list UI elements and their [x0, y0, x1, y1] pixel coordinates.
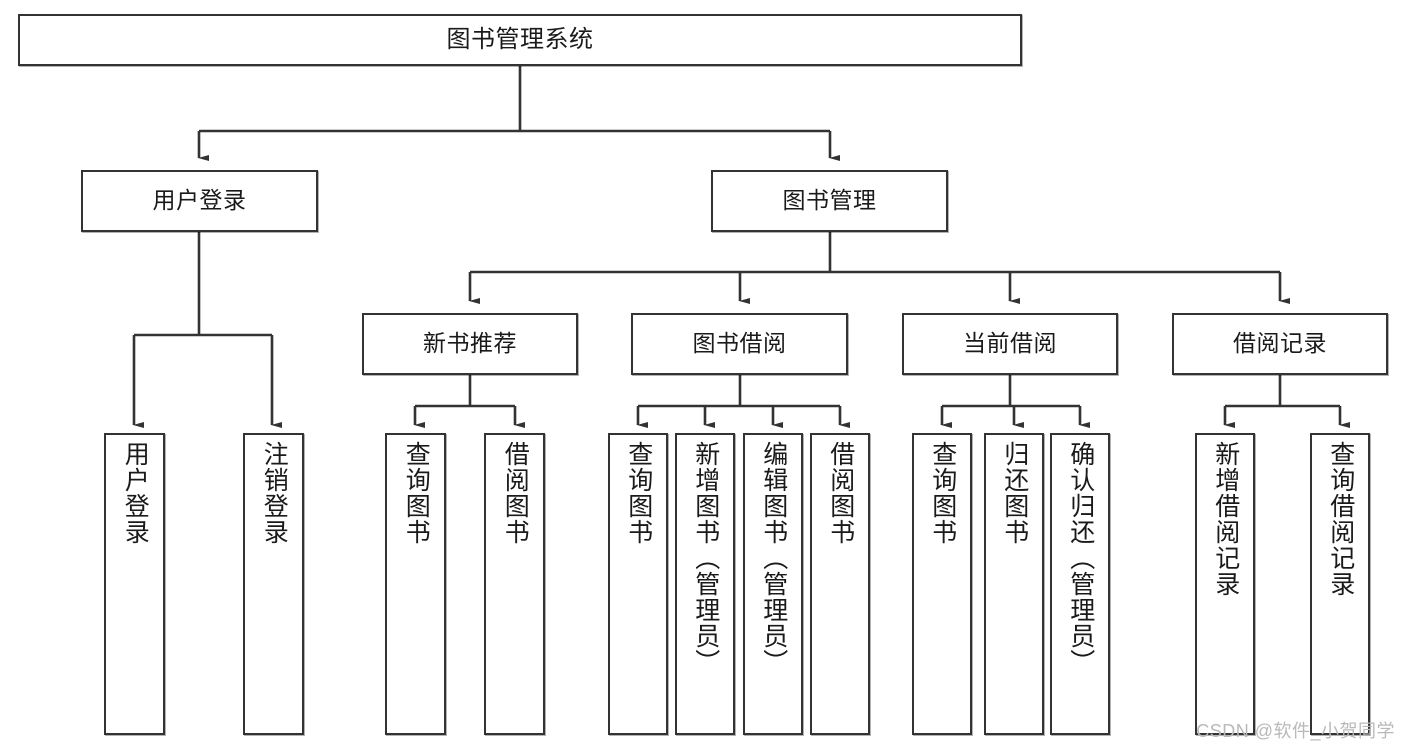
node-label: 借阅图书 — [501, 441, 530, 545]
node-new-book-recommend[interactable]: 新书推荐 — [362, 313, 578, 375]
watermark: CSDN @软件_小贺同学 — [1196, 721, 1395, 741]
node-label: 用户登录 — [121, 441, 150, 545]
node-leaf-query-book-recommend[interactable]: 查询图书 — [385, 433, 446, 735]
node-leaf-borrow-book-recommend[interactable]: 借阅图书 — [484, 433, 545, 735]
node-book-borrow[interactable]: 图书借阅 — [631, 313, 848, 375]
node-label: 查询图书 — [624, 441, 653, 545]
node-book-management[interactable]: 图书管理 — [711, 170, 948, 232]
node-label: 借阅记录 — [1233, 330, 1327, 357]
node-leaf-edit-book-admin[interactable]: 编辑图书（管理员） — [743, 433, 803, 735]
node-label: 图书管理 — [782, 187, 877, 214]
node-label: 新增图书（管理员） — [691, 441, 720, 675]
node-leaf-add-book-admin[interactable]: 新增图书（管理员） — [675, 433, 735, 735]
node-label: 借阅图书 — [826, 441, 855, 545]
node-label: 图书借阅 — [692, 330, 787, 357]
node-label: 注销登录 — [260, 441, 289, 545]
node-borrow-record[interactable]: 借阅记录 — [1172, 313, 1388, 375]
node-label: 新增借阅记录 — [1211, 441, 1240, 597]
node-leaf-confirm-return-admin[interactable]: 确认归还（管理员） — [1050, 433, 1110, 735]
node-leaf-borrow-book[interactable]: 借阅图书 — [810, 433, 870, 735]
node-label: 查询图书 — [928, 441, 957, 545]
node-label: 用户登录 — [152, 187, 247, 214]
node-leaf-logout-login[interactable]: 注销登录 — [243, 433, 304, 735]
node-leaf-query-borrow-record[interactable]: 查询借阅记录 — [1310, 433, 1370, 735]
node-label: 查询图书 — [402, 441, 431, 545]
node-label: 归还图书 — [1000, 441, 1029, 545]
node-root-book-management-system[interactable]: 图书管理系统 — [18, 14, 1022, 66]
node-label: 新书推荐 — [423, 330, 517, 357]
node-leaf-return-book[interactable]: 归还图书 — [984, 433, 1044, 735]
node-label: 图书管理系统 — [446, 25, 594, 53]
node-leaf-add-borrow-record[interactable]: 新增借阅记录 — [1195, 433, 1255, 735]
node-label: 当前借阅 — [963, 330, 1057, 357]
node-label: 编辑图书（管理员） — [759, 441, 788, 675]
node-leaf-user-login[interactable]: 用户登录 — [104, 433, 165, 735]
node-user-login[interactable]: 用户登录 — [81, 170, 318, 232]
node-label: 查询借阅记录 — [1326, 441, 1355, 597]
node-leaf-query-book-borrow[interactable]: 查询图书 — [608, 433, 668, 735]
node-current-borrow[interactable]: 当前借阅 — [902, 313, 1118, 375]
node-leaf-query-book-current[interactable]: 查询图书 — [912, 433, 972, 735]
node-label: 确认归还（管理员） — [1066, 441, 1095, 675]
